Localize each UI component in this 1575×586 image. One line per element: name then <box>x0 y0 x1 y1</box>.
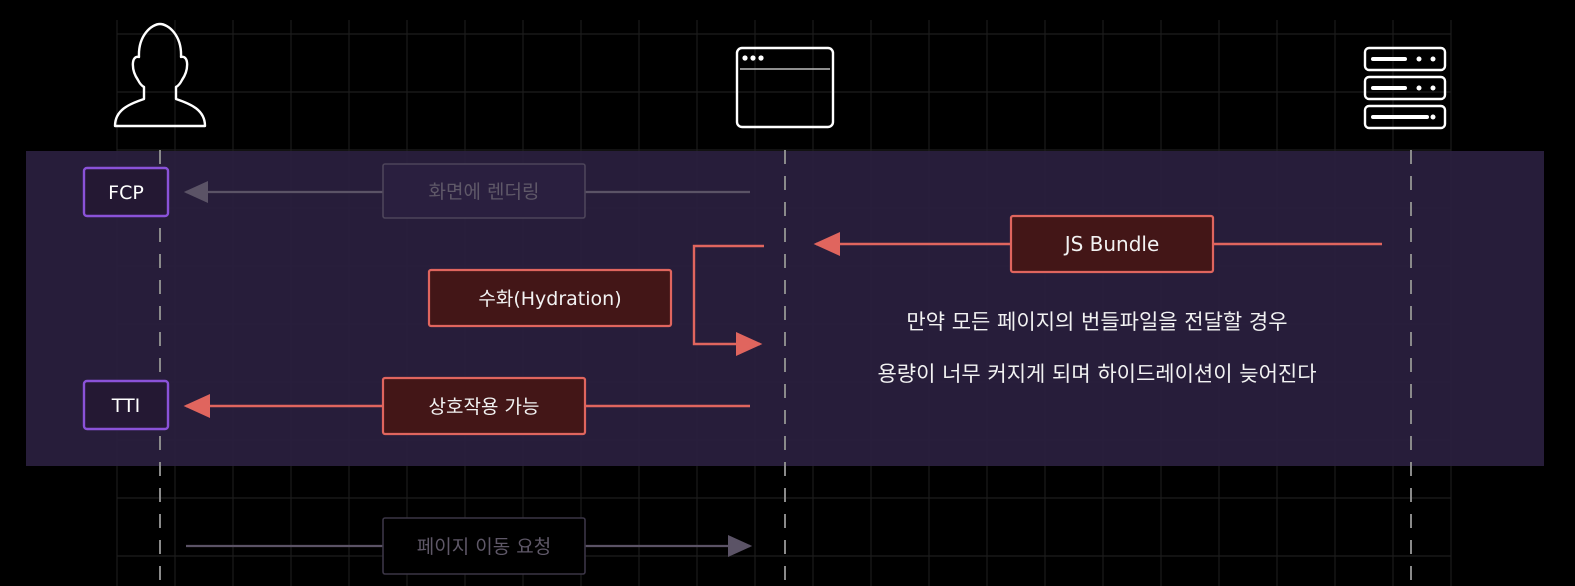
note-line-2: 용량이 너무 커지게 되며 하이드레이션이 늦어진다 <box>877 362 1316 386</box>
render-label: 화면에 렌더링 <box>429 181 540 203</box>
tti-marker: TTI <box>82 379 170 431</box>
hydration-label: 수화(Hydration) <box>478 288 621 310</box>
interactive-label: 상호작용 가능 <box>429 396 540 418</box>
page-navigation-label: 페이지 이동 요청 <box>417 536 551 558</box>
interactive-label-box: 상호작용 가능 <box>381 376 587 436</box>
user-icon <box>113 22 207 128</box>
hydration-label-box: 수화(Hydration) <box>427 268 673 328</box>
lifelines <box>159 150 1412 586</box>
browser-window-icon <box>735 46 835 129</box>
js-bundle-label-box: JS Bundle <box>1009 214 1215 274</box>
page-navigation-label-box: 페이지 이동 요청 <box>382 517 586 575</box>
js-bundle-label: JS Bundle <box>1063 232 1160 256</box>
fcp-label: FCP <box>108 182 144 204</box>
render-label-box: 화면에 렌더링 <box>382 163 586 219</box>
hydration-bracket <box>692 244 764 356</box>
server-icon <box>1363 46 1447 130</box>
note-line-1: 만약 모든 페이지의 번들파일을 전달할 경우 <box>906 310 1287 334</box>
fcp-marker: FCP <box>82 166 170 218</box>
tti-label: TTI <box>111 395 140 417</box>
